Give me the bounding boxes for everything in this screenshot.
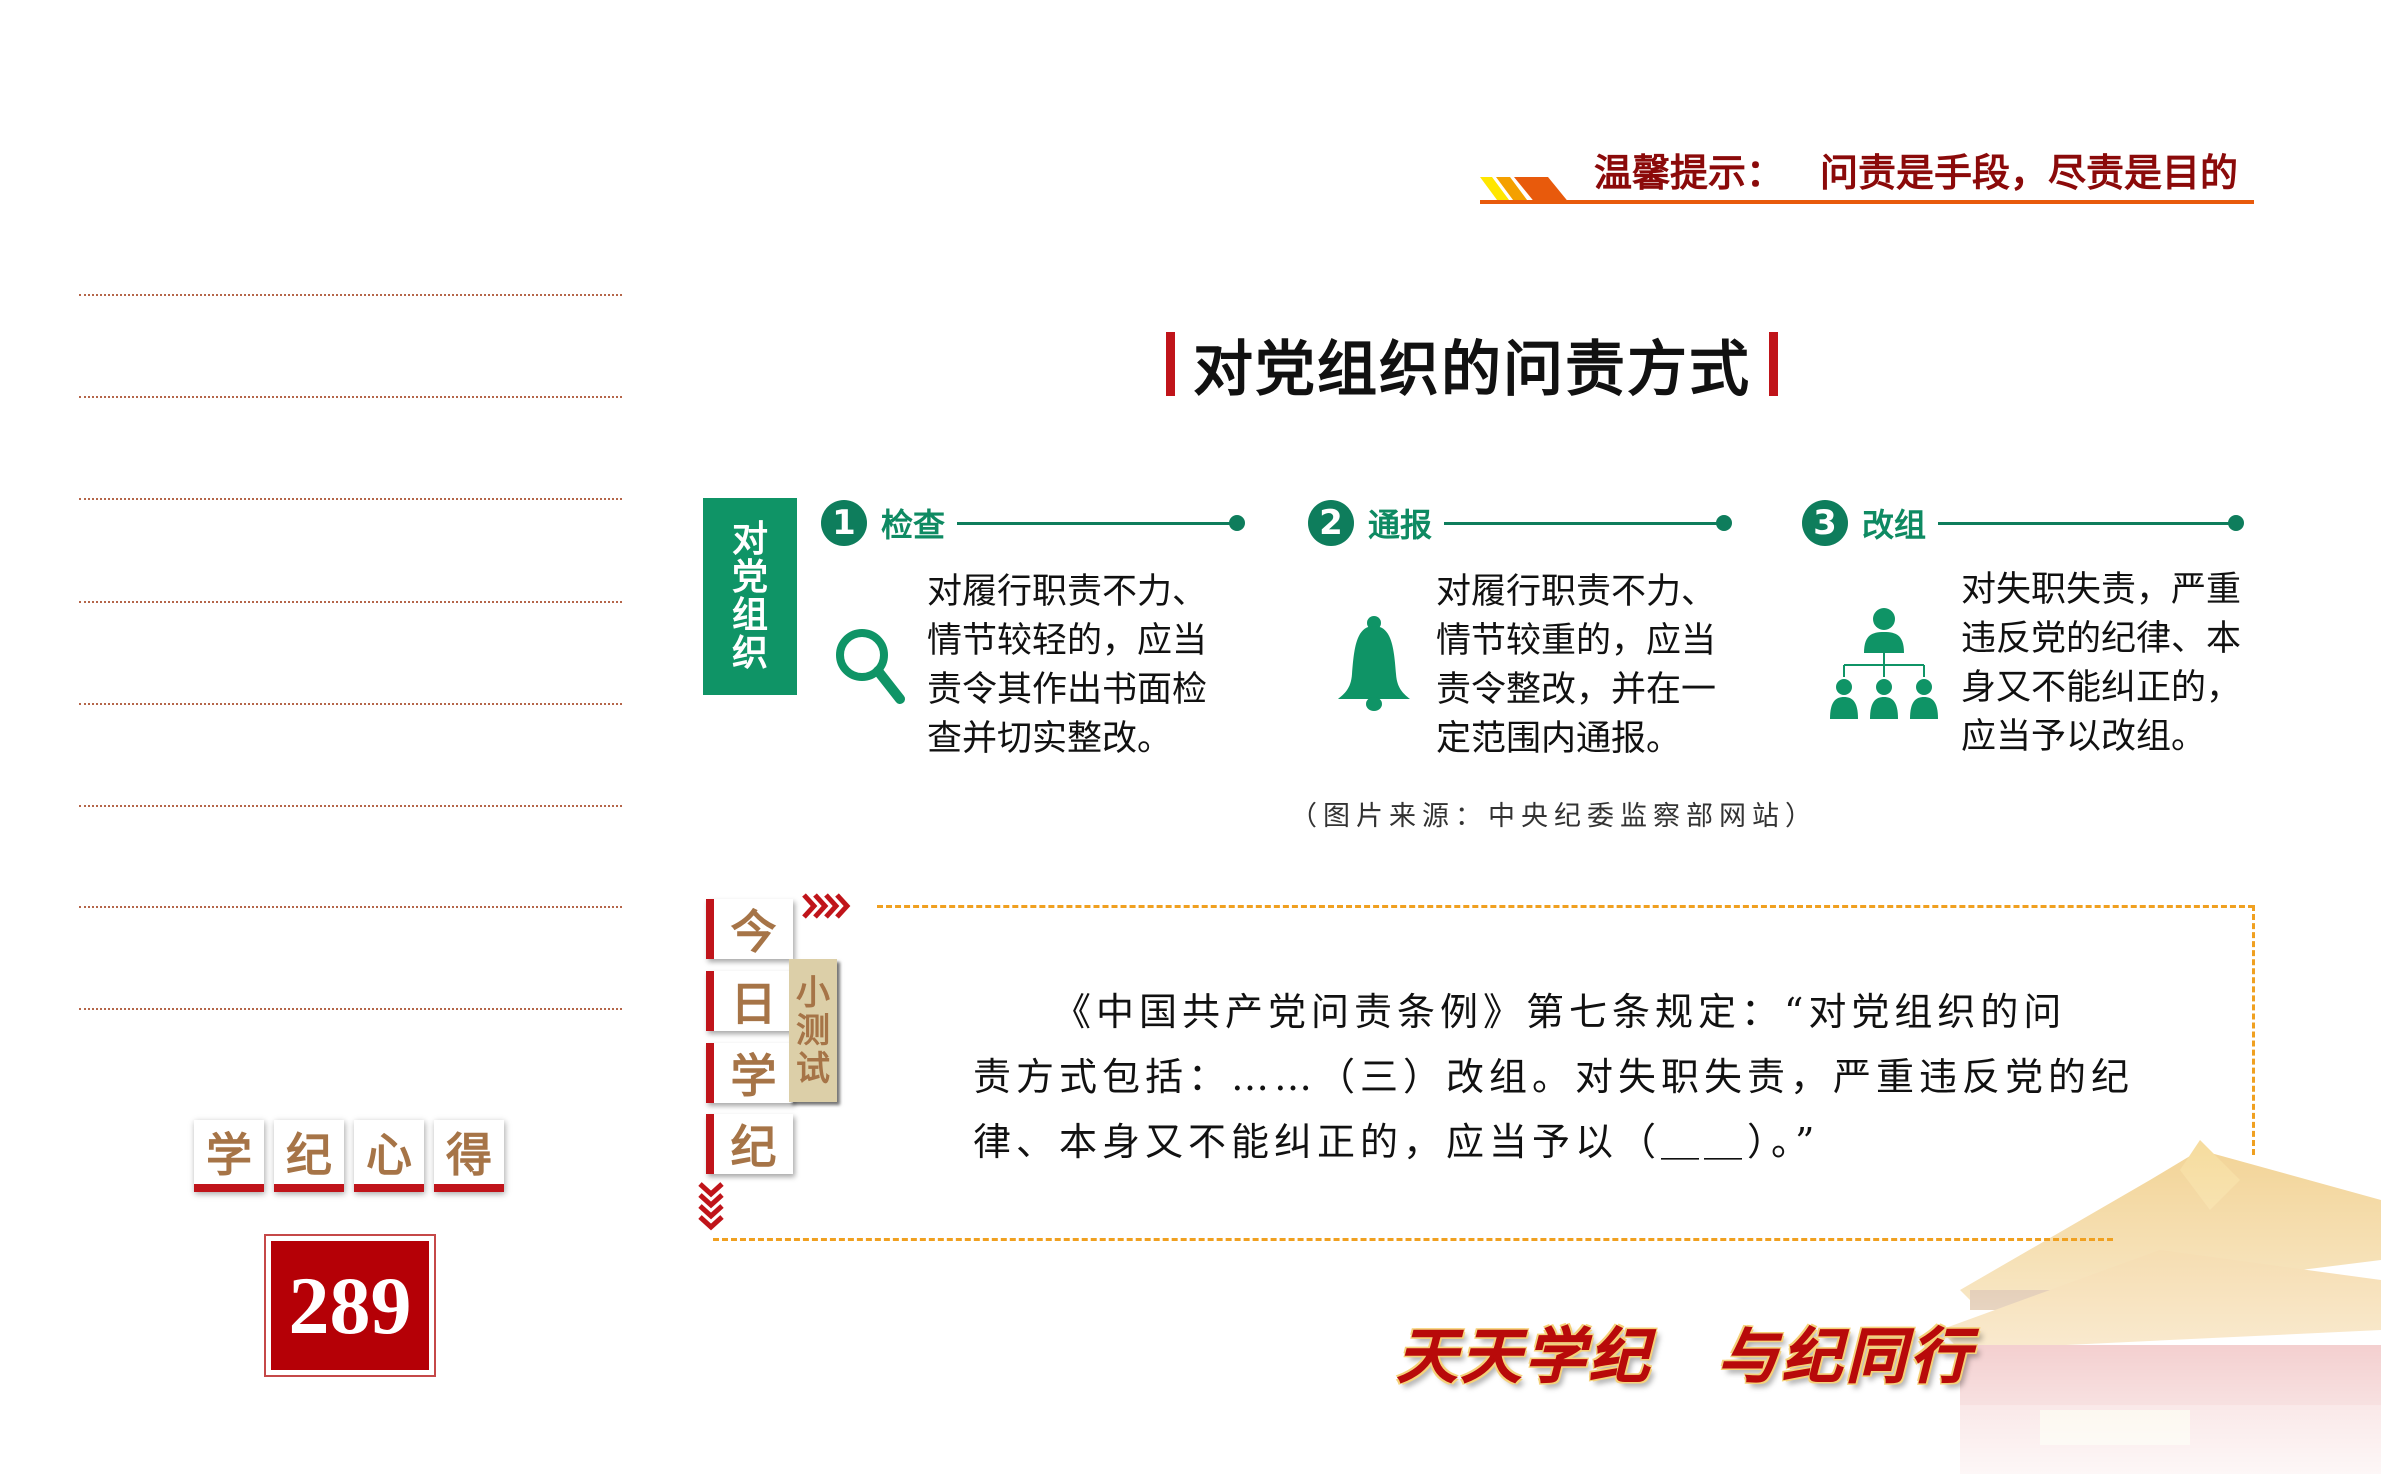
text-line: 情节较轻的，应当	[927, 621, 1208, 661]
bell-icon	[1338, 616, 1410, 711]
step-1-header: 1 检查	[821, 498, 1246, 548]
note-line	[79, 805, 622, 807]
quiz-question: 《中国共产党问责条例》第七条规定：“对党组织的问 责方式包括：……（三）改组。对…	[973, 980, 2183, 1175]
small-tile-char: 测	[796, 1010, 830, 1051]
step-1-description: 对履行职责不力、 情节较轻的，应当 责令其作出书面检 查并切实整改。	[927, 568, 1207, 764]
step-label: 检查	[881, 506, 946, 544]
step-2-header: 2 通报	[1308, 498, 1733, 548]
quiz-border-bottom	[713, 1238, 2113, 1241]
side-label-char: 组	[731, 594, 768, 636]
magnifier-icon	[836, 629, 905, 704]
quiz-border-top	[877, 905, 2254, 908]
text-line: 应当予以改组。	[1961, 717, 2207, 757]
quiz-border-right	[2252, 905, 2255, 1155]
small-quiz-tile: 小 测 试	[789, 959, 837, 1102]
title-bar-right	[1769, 332, 1778, 396]
text-line: 对履行职责不力、	[927, 572, 1208, 612]
step-number: 1	[821, 500, 867, 546]
text-line: 律、本身又不能纠正的，应当予以（＿＿）。”	[973, 1120, 1820, 1164]
side-label-char: 织	[731, 632, 768, 674]
text-line: 定范围内通报。	[1436, 719, 1682, 759]
chevrons-right-icon	[802, 893, 851, 919]
step-line	[1444, 514, 1733, 531]
step-label: 通报	[1368, 506, 1433, 544]
text-line: 《中国共产党问责条例》第七条规定：“对党组织的问	[1053, 990, 2067, 1034]
title-bar-left	[1166, 332, 1175, 396]
text-line: 违反党的纪律、本	[1961, 619, 2242, 659]
issue-number: 289	[271, 1241, 429, 1370]
text-line: 身又不能纠正的，	[1961, 668, 2242, 708]
step-number: 3	[1802, 500, 1848, 546]
step-line	[957, 514, 1246, 531]
step-line	[1938, 514, 2245, 531]
text-line: 查并切实整改。	[927, 719, 1173, 759]
text-line: 责令整改，并在一	[1436, 670, 1717, 710]
note-line	[79, 498, 622, 500]
small-tile-char: 试	[796, 1048, 830, 1089]
page-title: 对党组织的问责方式	[1166, 328, 1778, 405]
step-2-description: 对履行职责不力、 情节较重的，应当 责令整改，并在一 定范围内通报。	[1436, 568, 1716, 764]
note-line	[79, 906, 622, 908]
note-line	[79, 703, 622, 705]
text-line: 责令其作出书面检	[927, 670, 1208, 710]
quiz-tile: 纪	[706, 1114, 793, 1174]
notes-title-tile: 纪	[274, 1120, 344, 1192]
tip-label: 温馨提示：	[1594, 151, 1785, 195]
small-tile-char: 小	[796, 972, 830, 1013]
slogan-right: 与纪同行	[1718, 1322, 1974, 1393]
slogan-left: 天天学纪	[1397, 1322, 1653, 1393]
step-number: 2	[1308, 500, 1354, 546]
side-label: 对 党 组 织	[703, 498, 797, 695]
quiz-tile: 学	[706, 1043, 793, 1103]
tip-text: 问责是手段，尽责是目的	[1820, 151, 2239, 195]
tiananmen-illustration-icon	[1900, 1140, 2381, 1474]
note-line	[79, 294, 622, 296]
step-3-header: 3 改组	[1802, 498, 2245, 548]
note-line	[79, 601, 622, 603]
side-label-char: 党	[731, 556, 768, 598]
step-label: 改组	[1862, 506, 1927, 544]
tip-underline	[1480, 200, 2254, 204]
notes-title-tile: 心	[354, 1120, 424, 1192]
side-label-char: 对	[731, 518, 768, 560]
issue-number-badge: 289	[264, 1234, 436, 1377]
title-text: 对党组织的问责方式	[1193, 334, 1751, 405]
text-line: 对失职失责，严重	[1961, 570, 2242, 610]
chevrons-down-icon	[698, 1182, 724, 1231]
text-line: 对履行职责不力、	[1436, 572, 1717, 612]
quiz-tile: 日	[706, 971, 793, 1031]
note-line	[79, 396, 622, 398]
notes-title-tile: 学	[194, 1120, 264, 1192]
notes-title-tile: 得	[434, 1120, 504, 1192]
stripes-decoration-icon	[1480, 177, 1570, 204]
note-line	[79, 1008, 622, 1010]
tip-banner: 温馨提示： 问责是手段，尽责是目的	[1594, 142, 2238, 197]
image-source-caption: （图片来源：中央纪委监察部网站）	[1290, 801, 1818, 832]
step-3-description: 对失职失责，严重 违反党的纪律、本 身又不能纠正的， 应当予以改组。	[1961, 566, 2241, 762]
quiz-tile: 今	[706, 899, 793, 959]
text-line: 责方式包括：……（三）改组。对失职失责，严重违反党的纪	[973, 1055, 2135, 1099]
org-chart-icon	[1830, 608, 1938, 719]
text-line: 情节较重的，应当	[1436, 621, 1717, 661]
